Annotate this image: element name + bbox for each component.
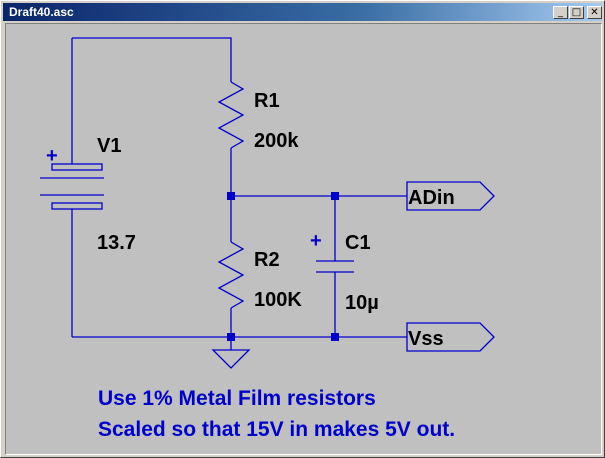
r1-value-label: 200k xyxy=(254,130,299,152)
net-label-vss: Vss xyxy=(408,328,444,350)
maximize-button[interactable]: □ xyxy=(569,6,584,19)
r2-name-label: R2 xyxy=(254,249,280,271)
capacitor-c1[interactable] xyxy=(316,196,354,337)
c1-polarity-mark: + xyxy=(310,230,322,252)
junction-node-cap-bottom xyxy=(331,333,339,341)
minimize-button[interactable]: _ xyxy=(553,6,568,19)
voltage-source-v1[interactable] xyxy=(40,38,104,337)
c1-name-label: C1 xyxy=(345,232,371,254)
net-label-adin: ADin xyxy=(408,187,455,209)
c1-value-label: 10µ xyxy=(345,292,379,314)
resistor-r1[interactable] xyxy=(217,81,245,149)
net-flag-vss[interactable]: Vss xyxy=(406,322,495,352)
schematic-drawing: + V1 13.7 R1 200k R2 100K xyxy=(40,37,495,441)
r2-value-label: 100K xyxy=(254,289,302,311)
comment-note-2[interactable]: Scaled so that 15V in makes 5V out. xyxy=(98,418,455,441)
wire-top xyxy=(72,37,232,82)
r1-name-label: R1 xyxy=(254,90,280,112)
comment-note-1[interactable]: Use 1% Metal Film resistors xyxy=(98,387,376,410)
v1-value-label: 13.7 xyxy=(97,232,136,254)
v1-name-label: V1 xyxy=(97,135,121,157)
ground-icon[interactable] xyxy=(211,337,251,369)
close-button[interactable]: ✕ xyxy=(587,6,602,19)
junction-node-mid xyxy=(227,192,235,200)
window-title: Draft40.asc xyxy=(9,5,74,19)
net-flag-adin[interactable]: ADin xyxy=(406,181,495,211)
junction-node-ground xyxy=(227,333,235,341)
junction-node-cap-top xyxy=(331,192,339,200)
schematic-canvas[interactable]: + V1 13.7 R1 200k R2 100K xyxy=(5,23,602,455)
v1-polarity-mark: + xyxy=(46,145,58,167)
resistor-r2[interactable] xyxy=(217,241,245,309)
title-bar[interactable]: Draft40.asc _ □ ✕ xyxy=(3,3,602,21)
